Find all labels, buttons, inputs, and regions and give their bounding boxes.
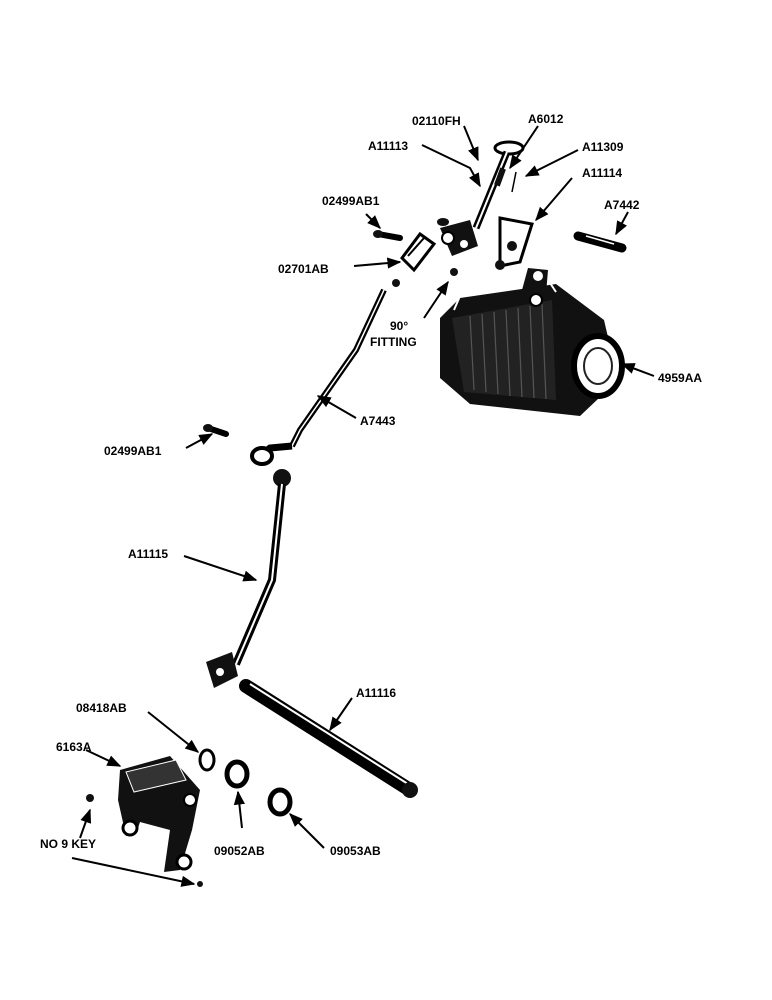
washer-08418ab-part [198, 748, 216, 772]
clevis-part [400, 231, 437, 273]
label-02499ab1-top: 02499AB1 [322, 194, 380, 208]
washer-09052ab-part [224, 759, 250, 789]
label-4959aa: 4959AA [658, 371, 702, 385]
label-a11309: A11309 [582, 140, 624, 154]
label-fitting-line1: 90° [390, 319, 408, 333]
fitting-pieces-part [392, 268, 458, 287]
label-a7442: A7442 [604, 198, 640, 212]
a6012-pin-part [494, 167, 506, 187]
label-a11113: A11113 [368, 139, 408, 153]
label-02110fh: 02110FH [412, 114, 461, 128]
label-a11114: A11114 [582, 166, 622, 180]
label-02701ab: 02701AB [278, 262, 329, 276]
lever-block-part [437, 218, 478, 256]
label-02499ab1-mid: 02499AB1 [104, 444, 162, 458]
label-09053ab: 09053AB [330, 844, 381, 858]
label-6163a: 6163A [56, 740, 92, 754]
label-a6012: A6012 [528, 112, 564, 126]
cotter-pin-top-part [373, 230, 403, 241]
a11309-pin-part [511, 171, 517, 193]
link-a11115-part [206, 469, 291, 688]
housing-part [440, 268, 625, 416]
label-08418ab: 08418AB [76, 701, 127, 715]
label-a11116: A11116 [356, 686, 396, 700]
label-09052ab: 09052AB [214, 844, 265, 858]
a7442-bolt-part [573, 231, 627, 253]
bracket-part [495, 216, 534, 270]
cotter-pin-mid-part [203, 424, 229, 437]
key-part [86, 794, 203, 887]
leader-lines [71, 125, 655, 887]
washer-09053ab-part [267, 787, 293, 817]
label-no9key: NO 9 KEY [40, 837, 96, 851]
label-a11115: A11115 [128, 547, 168, 561]
label-fitting-line2: FITTING [370, 335, 417, 349]
shifter-fork-part [118, 756, 200, 872]
shaft-a11116-part [239, 679, 418, 798]
label-a7443: A7443 [360, 414, 396, 428]
rod-a7443-part [250, 288, 387, 466]
